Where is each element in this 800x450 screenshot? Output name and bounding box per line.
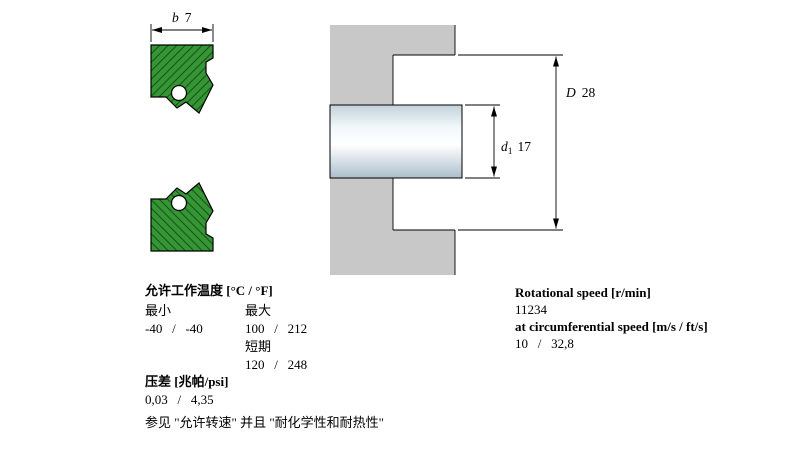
shaft-diameter-dimension [465, 104, 500, 179]
temperature-min-values: -40 / -40 [145, 321, 203, 336]
temperature-table: 最小 -40 / -40 最大 100 / 212 短期 120 / 248 [145, 302, 307, 374]
see-also-note: 参见 "允许转速" 并且 "耐化学性和耐热性" [145, 414, 384, 432]
seal-width-dimension [150, 24, 214, 42]
seal-cross-section [150, 44, 214, 252]
temperature-max-column: 最大 100 / 212 短期 120 / 248 [245, 302, 307, 374]
pressure-values: 0,03 / 4,35 [145, 392, 214, 407]
shaft [329, 104, 463, 179]
temperature-short-term-values: 120 / 248 [245, 357, 308, 372]
temperature-min-column: 最小 -40 / -40 [145, 302, 245, 374]
temperature-max-label: 最大 [245, 303, 272, 318]
seal-upper-half [150, 44, 214, 114]
temperature-heading: 允许工作温度 [°C / °F] [145, 283, 273, 298]
temperature-max-values: 100 / 212 [245, 321, 308, 336]
temperature-short-term-label: 短期 [245, 339, 272, 354]
rotational-speed-section: Rotational speed [r/min] 11234 at circum… [515, 284, 708, 352]
circumferential-speed-heading: at circumferential speed [m/s / ft/s] [515, 319, 708, 334]
housing-section [330, 25, 456, 275]
circumferential-speed-value: 10 / 32,8 [515, 336, 574, 351]
seal-lower-half [150, 182, 214, 252]
temperature-section: 允许工作温度 [°C / °F] 最小 -40 / -40 最大 100 / 2… [145, 282, 307, 374]
garter-spring [170, 194, 188, 212]
pressure-heading: 压差 [兆帕/psi] [145, 374, 229, 389]
rotational-speed-heading: Rotational speed [r/min] [515, 285, 651, 300]
bore-diameter-dimension [458, 54, 563, 231]
temperature-min-label: 最小 [145, 303, 172, 318]
rotational-speed-value: 11234 [515, 302, 548, 317]
garter-spring [170, 84, 188, 102]
see-also-text: 参见 "允许转速" 并且 "耐化学性和耐热性" [145, 415, 384, 430]
pressure-section: 压差 [兆帕/psi] 0,03 / 4,35 [145, 373, 228, 409]
